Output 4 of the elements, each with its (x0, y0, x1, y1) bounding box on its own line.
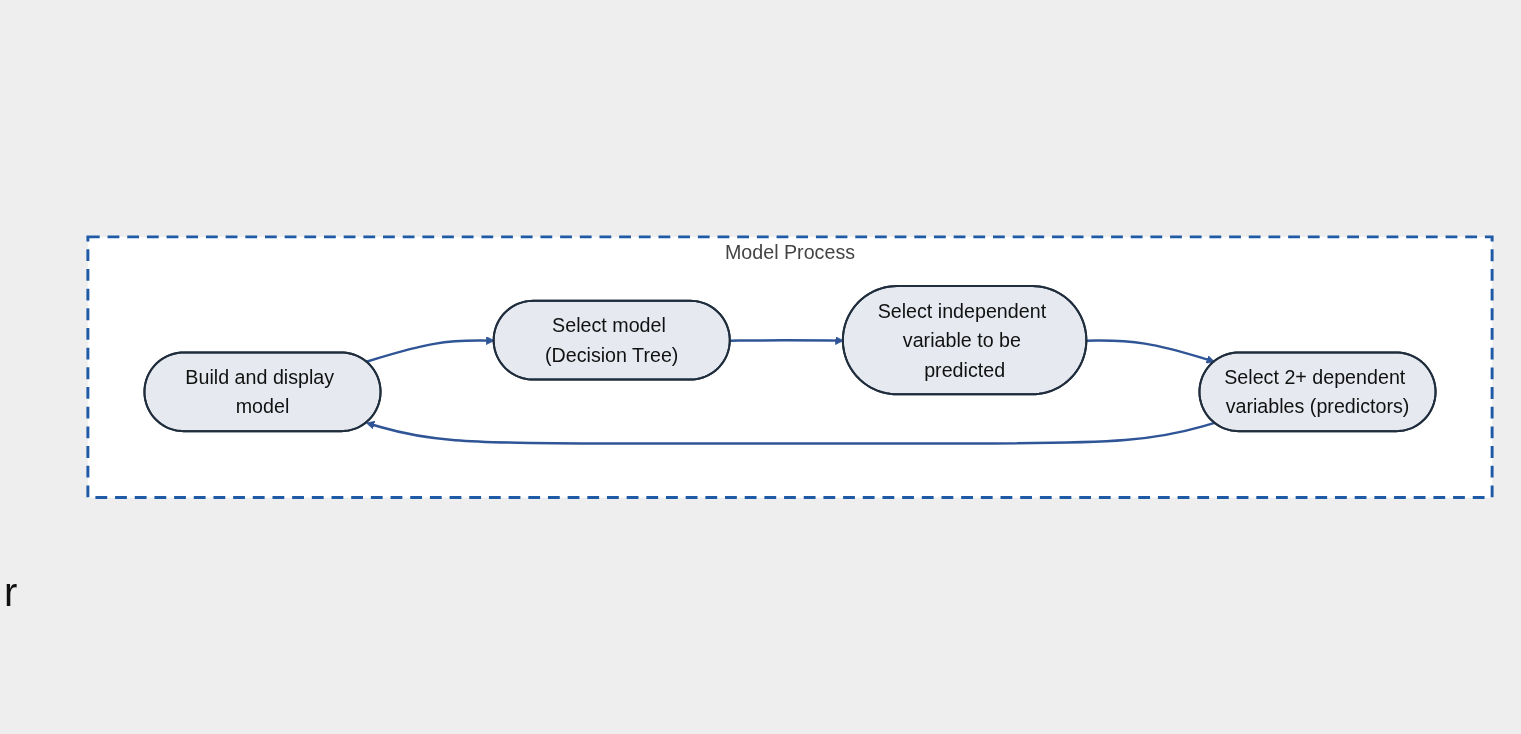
text-fragment: r (4, 570, 18, 615)
arrow (366, 420, 1215, 445)
arrow (730, 336, 844, 345)
arrow (1086, 339, 1215, 364)
